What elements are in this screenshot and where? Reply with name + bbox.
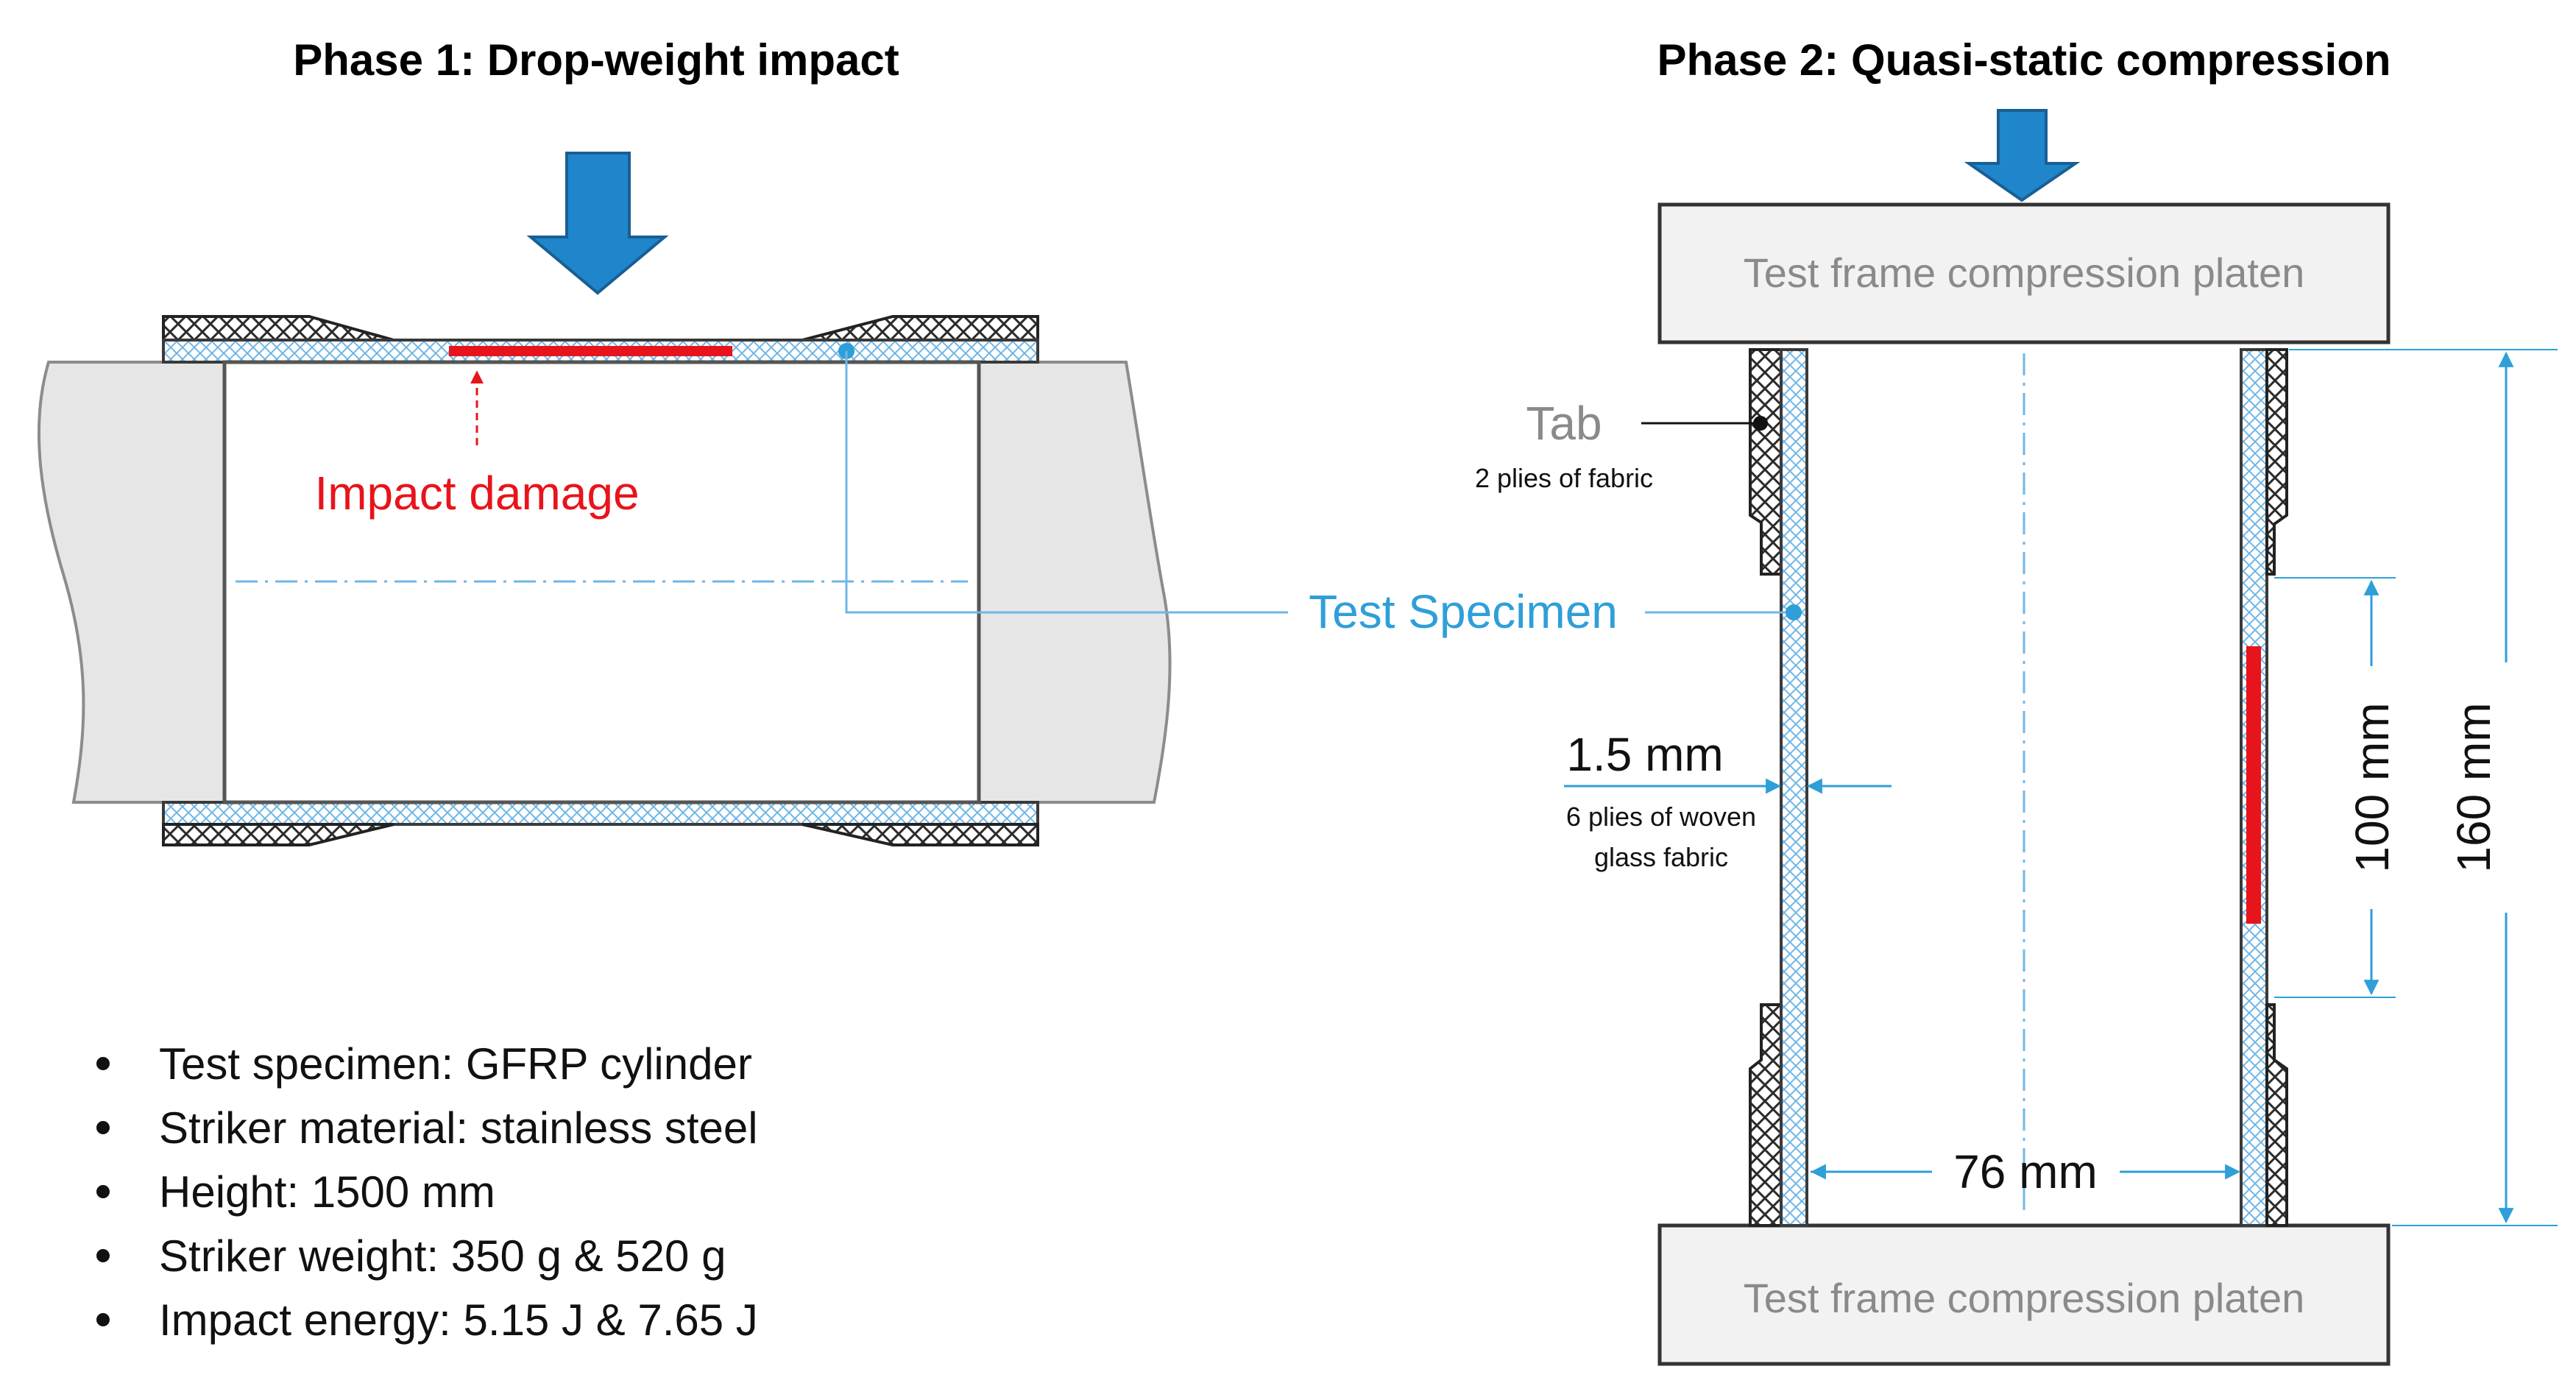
phase1-title: Phase 1: Drop-weight impact bbox=[293, 35, 899, 85]
top-left-tab bbox=[162, 315, 394, 342]
impact-damage-bar bbox=[449, 346, 732, 356]
thickness-label: 1.5 mm bbox=[1566, 728, 1723, 781]
bottom-platen-label: Test frame compression platen bbox=[1744, 1275, 2305, 1321]
bullet-dot bbox=[96, 1185, 110, 1198]
bottom-platen bbox=[1657, 1223, 2391, 1366]
right-upper-tab bbox=[2265, 348, 2288, 576]
width-label: 76 mm bbox=[1953, 1145, 2098, 1198]
test-specimen-label: Test Specimen bbox=[1309, 585, 1618, 638]
impact-damage-label: Impact damage bbox=[314, 467, 639, 520]
right-lower-tab bbox=[2265, 1003, 2288, 1227]
right-grip bbox=[977, 361, 1172, 804]
tab-leader-dot bbox=[1753, 416, 1768, 431]
bullet-item: Height: 1500 mm bbox=[159, 1167, 495, 1217]
bullet-dot bbox=[96, 1249, 110, 1262]
top-platen bbox=[1657, 202, 2391, 344]
top-platen-label: Test frame compression platen bbox=[1744, 250, 2305, 296]
bullet-dot bbox=[96, 1313, 110, 1326]
thickness-sub-label-1: 6 plies of woven bbox=[1566, 802, 1756, 832]
specimen-leader-dot-right bbox=[1786, 604, 1802, 620]
bullet-item: Test specimen: GFRP cylinder bbox=[159, 1039, 752, 1089]
bullet-dot bbox=[96, 1057, 110, 1070]
bullet-item: Striker material: stainless steel bbox=[159, 1103, 758, 1153]
left-lower-tab bbox=[1749, 1003, 1783, 1227]
height-label: 160 mm bbox=[2447, 702, 2500, 872]
phase2-title: Phase 2: Quasi-static compression bbox=[1657, 35, 2391, 85]
bullet-dot bbox=[96, 1121, 110, 1134]
tab-label: Tab bbox=[1526, 397, 1602, 450]
bottom-right-tab bbox=[802, 823, 1039, 846]
top-right-tab bbox=[802, 315, 1039, 342]
bottom-specimen-wall bbox=[162, 801, 1039, 826]
bottom-left-tab bbox=[162, 823, 394, 846]
left-upper-tab bbox=[1749, 348, 1783, 576]
gauge-label: 100 mm bbox=[2346, 702, 2399, 872]
bullet-item: Impact energy: 5.15 J & 7.65 J bbox=[159, 1295, 758, 1345]
bullet-item: Striker weight: 350 g & 520 g bbox=[159, 1231, 726, 1281]
impact-damage-zone bbox=[2246, 646, 2261, 924]
left-grip bbox=[37, 361, 226, 804]
thickness-sub-label-2: glass fabric bbox=[1594, 842, 1728, 872]
impact-arrow-icon bbox=[526, 152, 669, 295]
compression-arrow-icon bbox=[1964, 109, 2081, 202]
spec-bullet-list: Test specimen: GFRP cylinder Striker mat… bbox=[96, 1039, 758, 1345]
left-specimen-wall bbox=[1780, 348, 1808, 1227]
tab-sub-label: 2 plies of fabric bbox=[1475, 463, 1653, 493]
specimen-leader-line-left bbox=[845, 351, 1288, 614]
